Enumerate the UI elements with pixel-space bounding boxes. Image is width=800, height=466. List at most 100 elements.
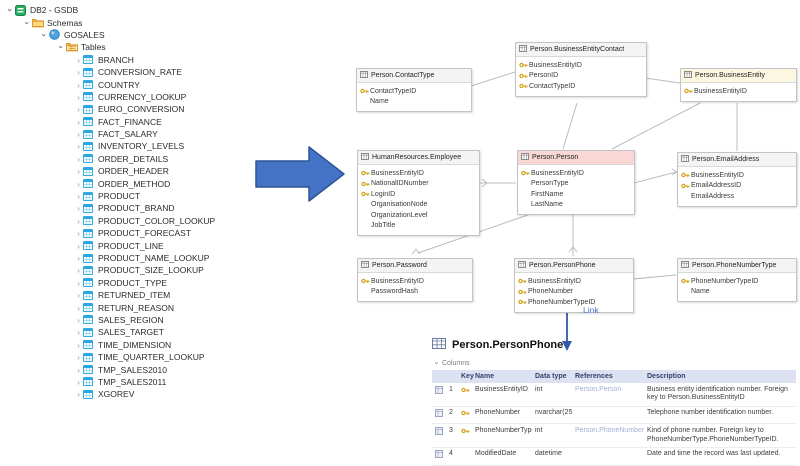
- chevron-collapsed-icon[interactable]: ›: [77, 191, 80, 202]
- chevron-collapsed-icon[interactable]: ›: [77, 141, 80, 152]
- tree-table-product-brand[interactable]: ›PRODUCT_BRAND: [6, 202, 215, 214]
- entity-header[interactable]: Person.PhoneNumberType: [678, 259, 796, 273]
- tree-table-returned-item[interactable]: ›RETURNED_ITEM: [6, 289, 215, 301]
- table-icon: [83, 377, 96, 387]
- tree-table-product-size-lookup[interactable]: ›PRODUCT_SIZE_LOOKUP: [6, 264, 215, 276]
- chevron-collapsed-icon[interactable]: ›: [77, 290, 80, 301]
- tree-table-country[interactable]: ›COUNTRY: [6, 78, 215, 90]
- entity-header[interactable]: Person.PersonPhone: [515, 259, 633, 273]
- chevron-collapsed-icon[interactable]: ›: [77, 240, 80, 251]
- chevron-collapsed-icon[interactable]: ›: [77, 91, 80, 102]
- chevron-collapsed-icon[interactable]: ›: [77, 314, 80, 325]
- chevron-collapsed-icon[interactable]: ›: [77, 116, 80, 127]
- tree-item-label: BRANCH: [98, 54, 134, 65]
- chevron-collapsed-icon[interactable]: ›: [77, 327, 80, 338]
- columns-section-toggle[interactable]: › Columns: [432, 359, 796, 367]
- chevron-collapsed-icon[interactable]: ›: [77, 389, 80, 400]
- tree-table-inventory-levels[interactable]: ›INVENTORY_LEVELS: [6, 140, 215, 152]
- tree-table-fact-finance[interactable]: ›FACT_FINANCE: [6, 116, 215, 128]
- key-icon: [361, 190, 371, 198]
- tree-table-fact-salary[interactable]: ›FACT_SALARY: [6, 128, 215, 140]
- tree-node-gosales[interactable]: ›GOSALES: [6, 29, 215, 41]
- chevron-expanded-icon[interactable]: ›: [39, 33, 50, 37]
- tree-table-euro-conversion[interactable]: › EURO_CONVERSION: [6, 103, 215, 115]
- table-icon: [83, 228, 96, 238]
- tree-table-product-line[interactable]: ›PRODUCT_LINE: [6, 239, 215, 251]
- reference-link[interactable]: Person.PhoneNumberType: [575, 426, 644, 434]
- chevron-collapsed-icon[interactable]: ›: [77, 265, 80, 276]
- table-grid-icon: [681, 261, 689, 270]
- entity-header[interactable]: Person.BusinessEntityContact: [516, 43, 646, 57]
- tree-table-time-quarter-lookup[interactable]: ›TIME_QUARTER_LOOKUP: [6, 351, 215, 363]
- chevron-collapsed-icon[interactable]: ›: [77, 129, 80, 140]
- chevron-collapsed-icon[interactable]: ›: [77, 302, 80, 313]
- chevron-collapsed-icon[interactable]: ›: [77, 153, 80, 164]
- entity-header[interactable]: Person.BusinessEntity: [681, 69, 796, 83]
- chevron-collapsed-icon[interactable]: ›: [77, 166, 80, 177]
- chevron-collapsed-icon[interactable]: ›: [77, 339, 80, 350]
- table-icon: [83, 179, 96, 189]
- entity-header[interactable]: HumanResources.Employee: [358, 151, 479, 165]
- entity-header[interactable]: Person.ContactType: [357, 69, 471, 83]
- entity-field-firstname: FirstName: [521, 189, 631, 200]
- table-icon: [83, 303, 96, 313]
- chevron-collapsed-icon[interactable]: ›: [77, 67, 80, 78]
- chevron-collapsed-icon[interactable]: ›: [77, 104, 80, 115]
- entity-header[interactable]: Person.EmailAddress: [678, 153, 796, 167]
- column-name: PhoneNumberTypeID: [472, 423, 532, 448]
- key-icon: [681, 277, 691, 285]
- tree-table-sales-target[interactable]: ›SALES_TARGET: [6, 326, 215, 338]
- chevron-collapsed-icon[interactable]: ›: [77, 203, 80, 214]
- chevron-expanded-icon[interactable]: ›: [22, 21, 33, 24]
- tree-table-tmp-sales2010[interactable]: ›TMP_SALES2010: [6, 363, 215, 375]
- tree-table-product[interactable]: ›PRODUCT: [6, 190, 215, 202]
- chevron-collapsed-icon[interactable]: ›: [77, 54, 80, 65]
- tree-table-product-type[interactable]: ›PRODUCT_TYPE: [6, 277, 215, 289]
- tree-table-product-name-lookup[interactable]: ›PRODUCT_NAME_LOOKUP: [6, 252, 215, 264]
- tree-table-conversion-rate[interactable]: ›CONVERSION_RATE: [6, 66, 215, 78]
- chevron-collapsed-icon[interactable]: ›: [77, 228, 80, 239]
- entity-header[interactable]: Person.Password: [358, 259, 472, 273]
- tree-table-currency-lookup[interactable]: ›CURRENCY_LOOKUP: [6, 91, 215, 103]
- chevron-collapsed-icon[interactable]: ›: [77, 376, 80, 387]
- tree-table-product-color-lookup[interactable]: ›PRODUCT_COLOR_LOOKUP: [6, 215, 215, 227]
- tree-node-schemas[interactable]: ›Schemas: [6, 16, 215, 28]
- chevron-collapsed-icon[interactable]: ›: [77, 178, 80, 189]
- tree-table-xgorev[interactable]: ›XGOREV: [6, 388, 215, 400]
- chevron-collapsed-icon[interactable]: ›: [77, 215, 80, 226]
- chevron-expanded-icon[interactable]: ›: [56, 45, 67, 49]
- reference-link[interactable]: Person.Person: [575, 385, 622, 393]
- tree-table-product-forecast[interactable]: ›PRODUCT_FORECAST: [6, 227, 215, 239]
- key-icon: [681, 171, 691, 179]
- field-name: NationalIDNumber: [371, 180, 429, 188]
- chevron-collapsed-icon[interactable]: ›: [77, 277, 80, 288]
- link-annotation-label: Link: [583, 305, 599, 315]
- tree-table-sales-region[interactable]: ›SALES_REGION: [6, 314, 215, 326]
- chevron-expanded-icon[interactable]: ›: [5, 8, 16, 12]
- chevron-collapsed-icon[interactable]: ›: [77, 364, 80, 375]
- tree-table-return-reason[interactable]: ›RETURN_REASON: [6, 301, 215, 313]
- tree-node-db2-gsdb[interactable]: ›DB2 - GSDB: [6, 4, 215, 16]
- entity-field-personid: PersonID: [519, 71, 643, 82]
- tree-table-order-method[interactable]: ›ORDER_METHOD: [6, 177, 215, 189]
- chevron-collapsed-icon[interactable]: ›: [77, 352, 80, 363]
- tree-table-order-header[interactable]: ›ORDER_HEADER: [6, 165, 215, 177]
- chevron-collapsed-icon[interactable]: ›: [77, 253, 80, 263]
- tree-table-tmp-sales2011[interactable]: ›TMP_SALES2011: [6, 376, 215, 388]
- tree-node-tables[interactable]: ›Tables: [6, 41, 215, 53]
- entity-header[interactable]: Person.Person: [518, 151, 634, 165]
- chevron-collapsed-icon[interactable]: ›: [77, 79, 80, 90]
- tree-table-order-details[interactable]: ›ORDER_DETAILS: [6, 153, 215, 165]
- tree-table-branch[interactable]: › BRANCH: [6, 54, 215, 66]
- tree-table-time-dimension[interactable]: ›TIME_DIMENSION: [6, 339, 215, 351]
- tree-item-label: EURO_CONVERSION: [98, 104, 185, 115]
